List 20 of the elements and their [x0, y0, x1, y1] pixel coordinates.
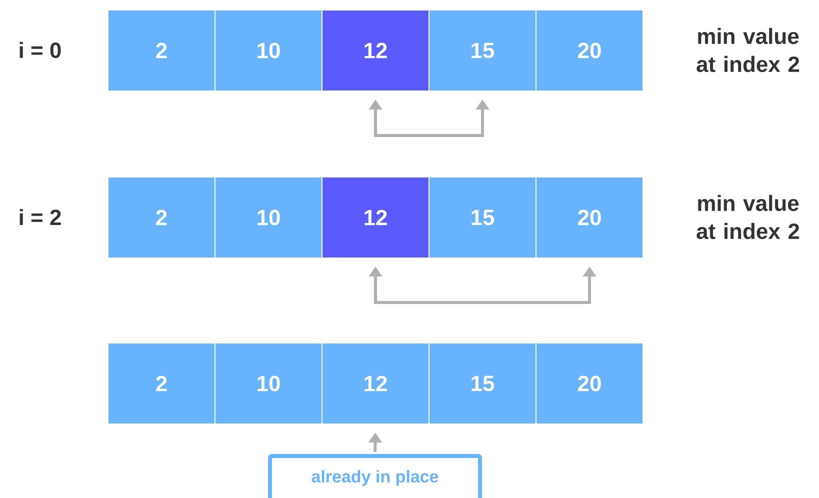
index-label: i = 0	[20, 42, 61, 58]
array-cell: 10	[214, 10, 322, 92]
array-cell: 12	[322, 342, 430, 424]
array-cell: 12	[322, 176, 430, 258]
note-text: min value at index 2	[696, 194, 800, 240]
array-cell: 12	[322, 10, 430, 92]
array-cell: 10	[214, 342, 322, 424]
array-cell: 2	[108, 10, 216, 92]
array-cell: 20	[536, 10, 644, 92]
array-cell: 10	[214, 176, 322, 258]
array-cell: 20	[536, 176, 644, 258]
note-text: min value at index 2	[696, 28, 800, 72]
array-cell: 15	[428, 10, 536, 92]
array-cell: 15	[428, 342, 536, 424]
index-label: i = 2	[20, 209, 61, 225]
array-cell: 2	[108, 176, 216, 258]
array-cell: 15	[428, 176, 536, 258]
array-cell: 2	[108, 342, 216, 424]
note-box: already in place	[268, 454, 482, 498]
array-cell: 20	[536, 342, 644, 424]
